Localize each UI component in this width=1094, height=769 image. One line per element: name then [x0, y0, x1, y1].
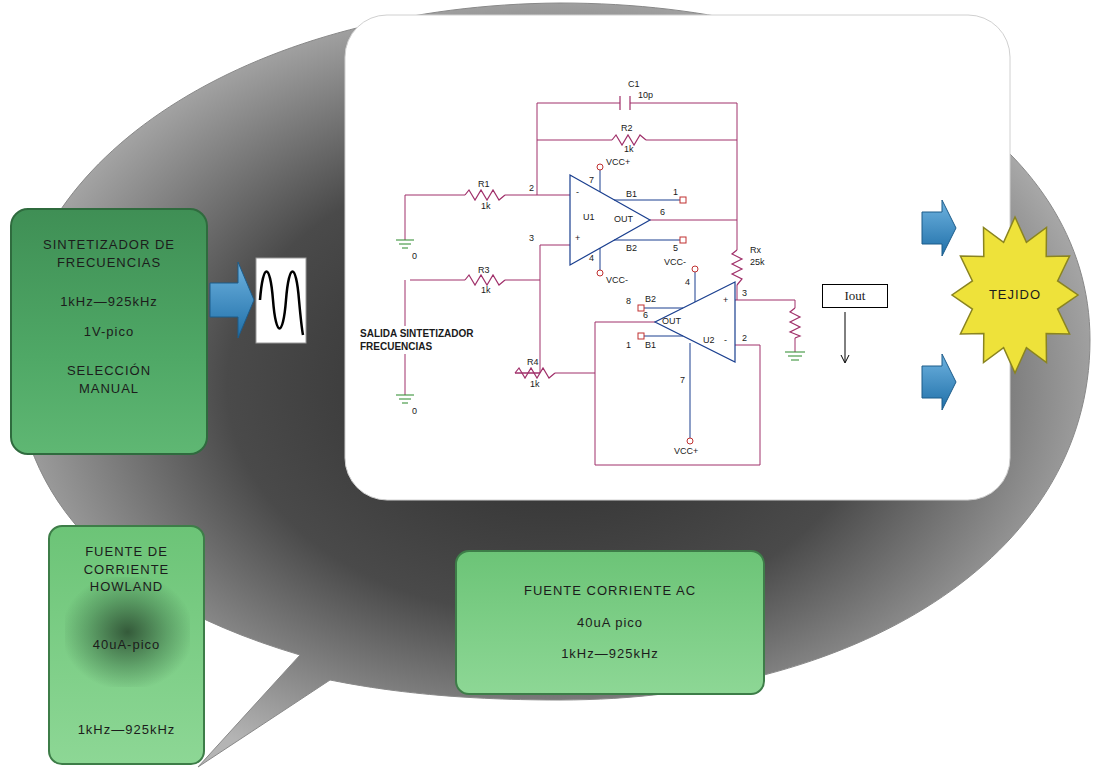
component-label: 1k [530, 380, 540, 389]
node-text: 1kHz—925kHz [60, 293, 158, 311]
component-label: 7 [680, 376, 685, 385]
component-label: B2 [645, 295, 656, 304]
component-label: 0 [412, 252, 417, 261]
node-text: 1kHz—925kHz [78, 721, 176, 739]
component-label: B2 [626, 244, 637, 253]
opamp-u2 [655, 282, 735, 362]
node-text: 40uA pico [577, 614, 643, 632]
component-label: 4 [589, 254, 594, 263]
resistor-symbols [465, 96, 800, 378]
component-label: 3 [529, 234, 534, 243]
component-label: 1 [673, 188, 678, 197]
component-label: 0 [412, 407, 417, 416]
node-text: 1kHz—925kHz [561, 645, 659, 663]
sine-wave [260, 272, 303, 336]
component-label: R4 [527, 358, 539, 367]
component-label: U2 [703, 336, 715, 345]
component-label: U1 [583, 213, 595, 222]
block-arrow [210, 262, 254, 338]
ground-symbols [396, 240, 805, 403]
signal-label: SALIDA SINTETIZADOR FRECUENCIAS [358, 326, 512, 354]
component-label: 8 [626, 297, 631, 306]
node-title: FUENTE CORRIENTE AC [524, 582, 696, 600]
component-label: + [575, 234, 580, 243]
tissue-star: TEJIDO [950, 215, 1080, 375]
schematic-wires [405, 103, 795, 465]
howland-box: FUENTE DE CORRIENTE HOWLAND 40uA-pico 1kHz… [48, 525, 205, 765]
component-label: - [576, 188, 579, 197]
component-label: R2 [621, 124, 633, 133]
node-title: Iout [845, 287, 866, 305]
node-title: FUENTE DE CORRIENTE HOWLAND [71, 543, 183, 596]
component-label: C1 [628, 80, 640, 89]
component-label: R3 [478, 266, 490, 275]
component-label: 10p [638, 91, 653, 100]
schematic-panel [345, 15, 1010, 500]
component-label: 4 [685, 278, 690, 287]
component-label: 25k [750, 258, 765, 267]
node-text: 1V-pico [84, 323, 134, 341]
node-text: 40uA-pico [93, 636, 161, 654]
component-label: OUT [662, 317, 681, 326]
component-label: B1 [645, 341, 656, 350]
component-label: 2 [529, 184, 534, 193]
current-label-box: Iout [822, 284, 888, 308]
component-label: 1k [481, 202, 491, 211]
opamp-symbols [570, 175, 735, 362]
ac-source-box: FUENTE CORRIENTE AC 40uA pico 1kHz—925kHz [455, 550, 765, 695]
component-label: 1k [624, 145, 634, 154]
schematic-pins [600, 170, 695, 438]
component-label: B1 [626, 190, 637, 199]
node-text: SELECCIÓN MANUAL [44, 362, 174, 397]
synth-box: SINTETIZADOR DE FRECUENCIAS 1kHz—925kHz 1V… [10, 208, 208, 455]
component-label: Rx [750, 246, 761, 255]
block-arrow [922, 354, 956, 410]
component-label: 6 [643, 311, 648, 320]
component-label: 7 [589, 176, 594, 185]
capacitor-symbol [620, 96, 630, 110]
component-label: 3 [742, 289, 747, 298]
component-label: 6 [660, 208, 665, 217]
node-title: TEJIDO [989, 286, 1041, 304]
opamp-u1 [570, 175, 650, 265]
component-label: VCC+ [674, 447, 698, 456]
component-label: R1 [478, 180, 490, 189]
component-label: VCC- [606, 276, 628, 285]
component-label: 1 [626, 341, 631, 350]
component-label: + [723, 296, 728, 305]
component-label: VCC+ [606, 158, 630, 167]
component-label: 1k [481, 286, 491, 295]
block-arrow [922, 200, 956, 256]
component-label: OUT [614, 215, 633, 224]
component-label: 5 [673, 244, 678, 253]
node-title: SINTETIZADOR DE FRECUENCIAS [22, 236, 196, 271]
current-arrow [841, 312, 849, 363]
component-label: - [724, 336, 727, 345]
sine-wave-image [256, 258, 306, 343]
component-label: 2 [742, 334, 747, 343]
terminals [597, 164, 698, 444]
component-label: VCC- [664, 258, 686, 267]
